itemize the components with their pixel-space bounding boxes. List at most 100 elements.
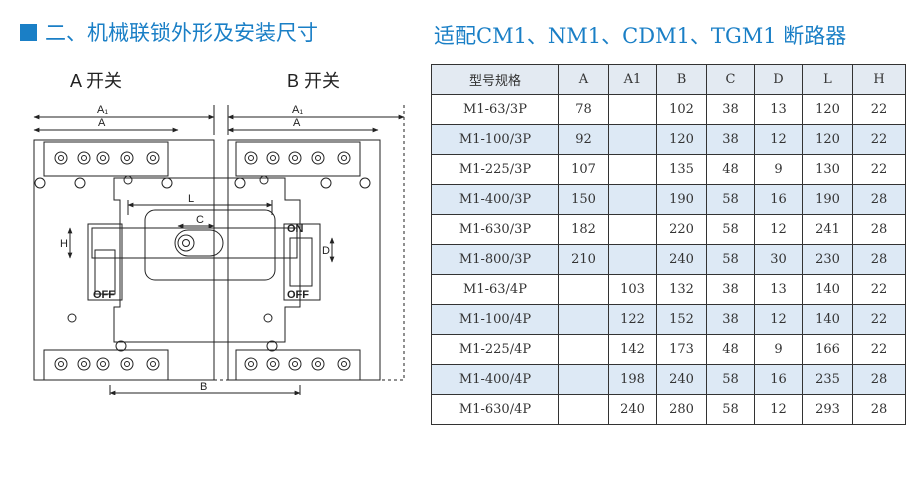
- cell-h: 28: [852, 244, 906, 275]
- dim-a1-right: A₁: [292, 104, 303, 116]
- cell-a: 107: [558, 154, 609, 185]
- table-header-row: 型号规格 A A1 B C D L H: [431, 64, 906, 95]
- handle-frame-a: [87, 223, 123, 301]
- cell-h: 28: [852, 394, 906, 425]
- cell-c: 58: [706, 244, 755, 275]
- cell-l: 120: [802, 94, 853, 125]
- terminal-strip-top-b: [235, 141, 361, 177]
- cell-b: 102: [656, 94, 707, 125]
- cell-model: M1-400/4P: [431, 364, 559, 395]
- cell-a1: 198: [608, 364, 657, 395]
- rocker-slot: [174, 229, 224, 257]
- cell-a1: 142: [608, 334, 657, 365]
- header-h: H: [852, 64, 906, 95]
- header-model: 型号规格: [431, 64, 559, 95]
- cell-a: [558, 274, 609, 305]
- dim-c: C: [196, 214, 204, 226]
- off-label-a: OFF: [93, 289, 115, 301]
- cell-a: [558, 304, 609, 335]
- cell-h: 22: [852, 124, 906, 155]
- cell-model: M1-630/3P: [431, 214, 559, 245]
- cell-a1: [608, 184, 657, 215]
- cell-l: 241: [802, 214, 853, 245]
- section-title: 二、机械联锁外形及安装尺寸: [20, 18, 318, 46]
- cell-a1: [608, 154, 657, 185]
- cell-d: 16: [754, 364, 803, 395]
- on-label-b: ON: [287, 223, 304, 235]
- handle-lever-b: [289, 237, 313, 287]
- dim-d: D: [322, 245, 330, 257]
- cell-h: 28: [852, 364, 906, 395]
- cell-model: M1-100/4P: [431, 304, 559, 335]
- cell-h: 22: [852, 154, 906, 185]
- cell-c: 48: [706, 154, 755, 185]
- cell-b: 120: [656, 124, 707, 155]
- dim-b: B: [200, 381, 207, 393]
- square-bullet-icon: [20, 23, 37, 41]
- cell-l: 140: [802, 304, 853, 335]
- cell-b: 240: [656, 244, 707, 275]
- cell-d: 16: [754, 184, 803, 215]
- cell-b: 173: [656, 334, 707, 365]
- cell-l: 230: [802, 244, 853, 275]
- cell-a: [558, 394, 609, 425]
- cell-b: 152: [656, 304, 707, 335]
- cell-d: 30: [754, 244, 803, 275]
- cell-l: 235: [802, 364, 853, 395]
- cell-a: [558, 334, 609, 365]
- cell-c: 58: [706, 184, 755, 215]
- header-c: C: [706, 64, 755, 95]
- cell-d: 12: [754, 124, 803, 155]
- cell-a1: [608, 94, 657, 125]
- cell-c: 58: [706, 214, 755, 245]
- cell-h: 22: [852, 304, 906, 335]
- cell-d: 9: [754, 154, 803, 185]
- cell-b: 190: [656, 184, 707, 215]
- cell-c: 58: [706, 364, 755, 395]
- cell-b: 280: [656, 394, 707, 425]
- dim-a1-left: A₁: [97, 104, 108, 116]
- cell-a: 78: [558, 94, 609, 125]
- cell-a: [558, 364, 609, 395]
- header-b: B: [656, 64, 707, 95]
- terminal-strip-top-a: [43, 141, 169, 177]
- cell-model: M1-400/3P: [431, 184, 559, 215]
- cell-c: 38: [706, 124, 755, 155]
- cell-a1: 103: [608, 274, 657, 305]
- cell-h: 28: [852, 214, 906, 245]
- interlock-drawing: A 开关 B 开关 A₁ A A₁ A: [33, 71, 405, 395]
- cell-a1: 122: [608, 304, 657, 335]
- cell-a: 150: [558, 184, 609, 215]
- cell-b: 135: [656, 154, 707, 185]
- handle-frame-b: [283, 223, 321, 301]
- cell-d: 13: [754, 94, 803, 125]
- cell-model: M1-63/4P: [431, 274, 559, 305]
- cell-a: 182: [558, 214, 609, 245]
- cell-c: 38: [706, 304, 755, 335]
- header-a1: A1: [608, 64, 657, 95]
- cell-l: 190: [802, 184, 853, 215]
- cell-d: 12: [754, 304, 803, 335]
- cell-h: 22: [852, 274, 906, 305]
- cell-c: 38: [706, 274, 755, 305]
- header-l: L: [802, 64, 853, 95]
- handle-lever-a: [94, 249, 116, 295]
- cell-l: 293: [802, 394, 853, 425]
- cell-a1: [608, 214, 657, 245]
- dim-a-left: A: [98, 117, 106, 129]
- terminal-bolts-bottom: [54, 357, 351, 371]
- cell-h: 22: [852, 334, 906, 365]
- off-label-b: OFF: [287, 289, 309, 301]
- rocker-body: [144, 209, 276, 281]
- cell-b: 240: [656, 364, 707, 395]
